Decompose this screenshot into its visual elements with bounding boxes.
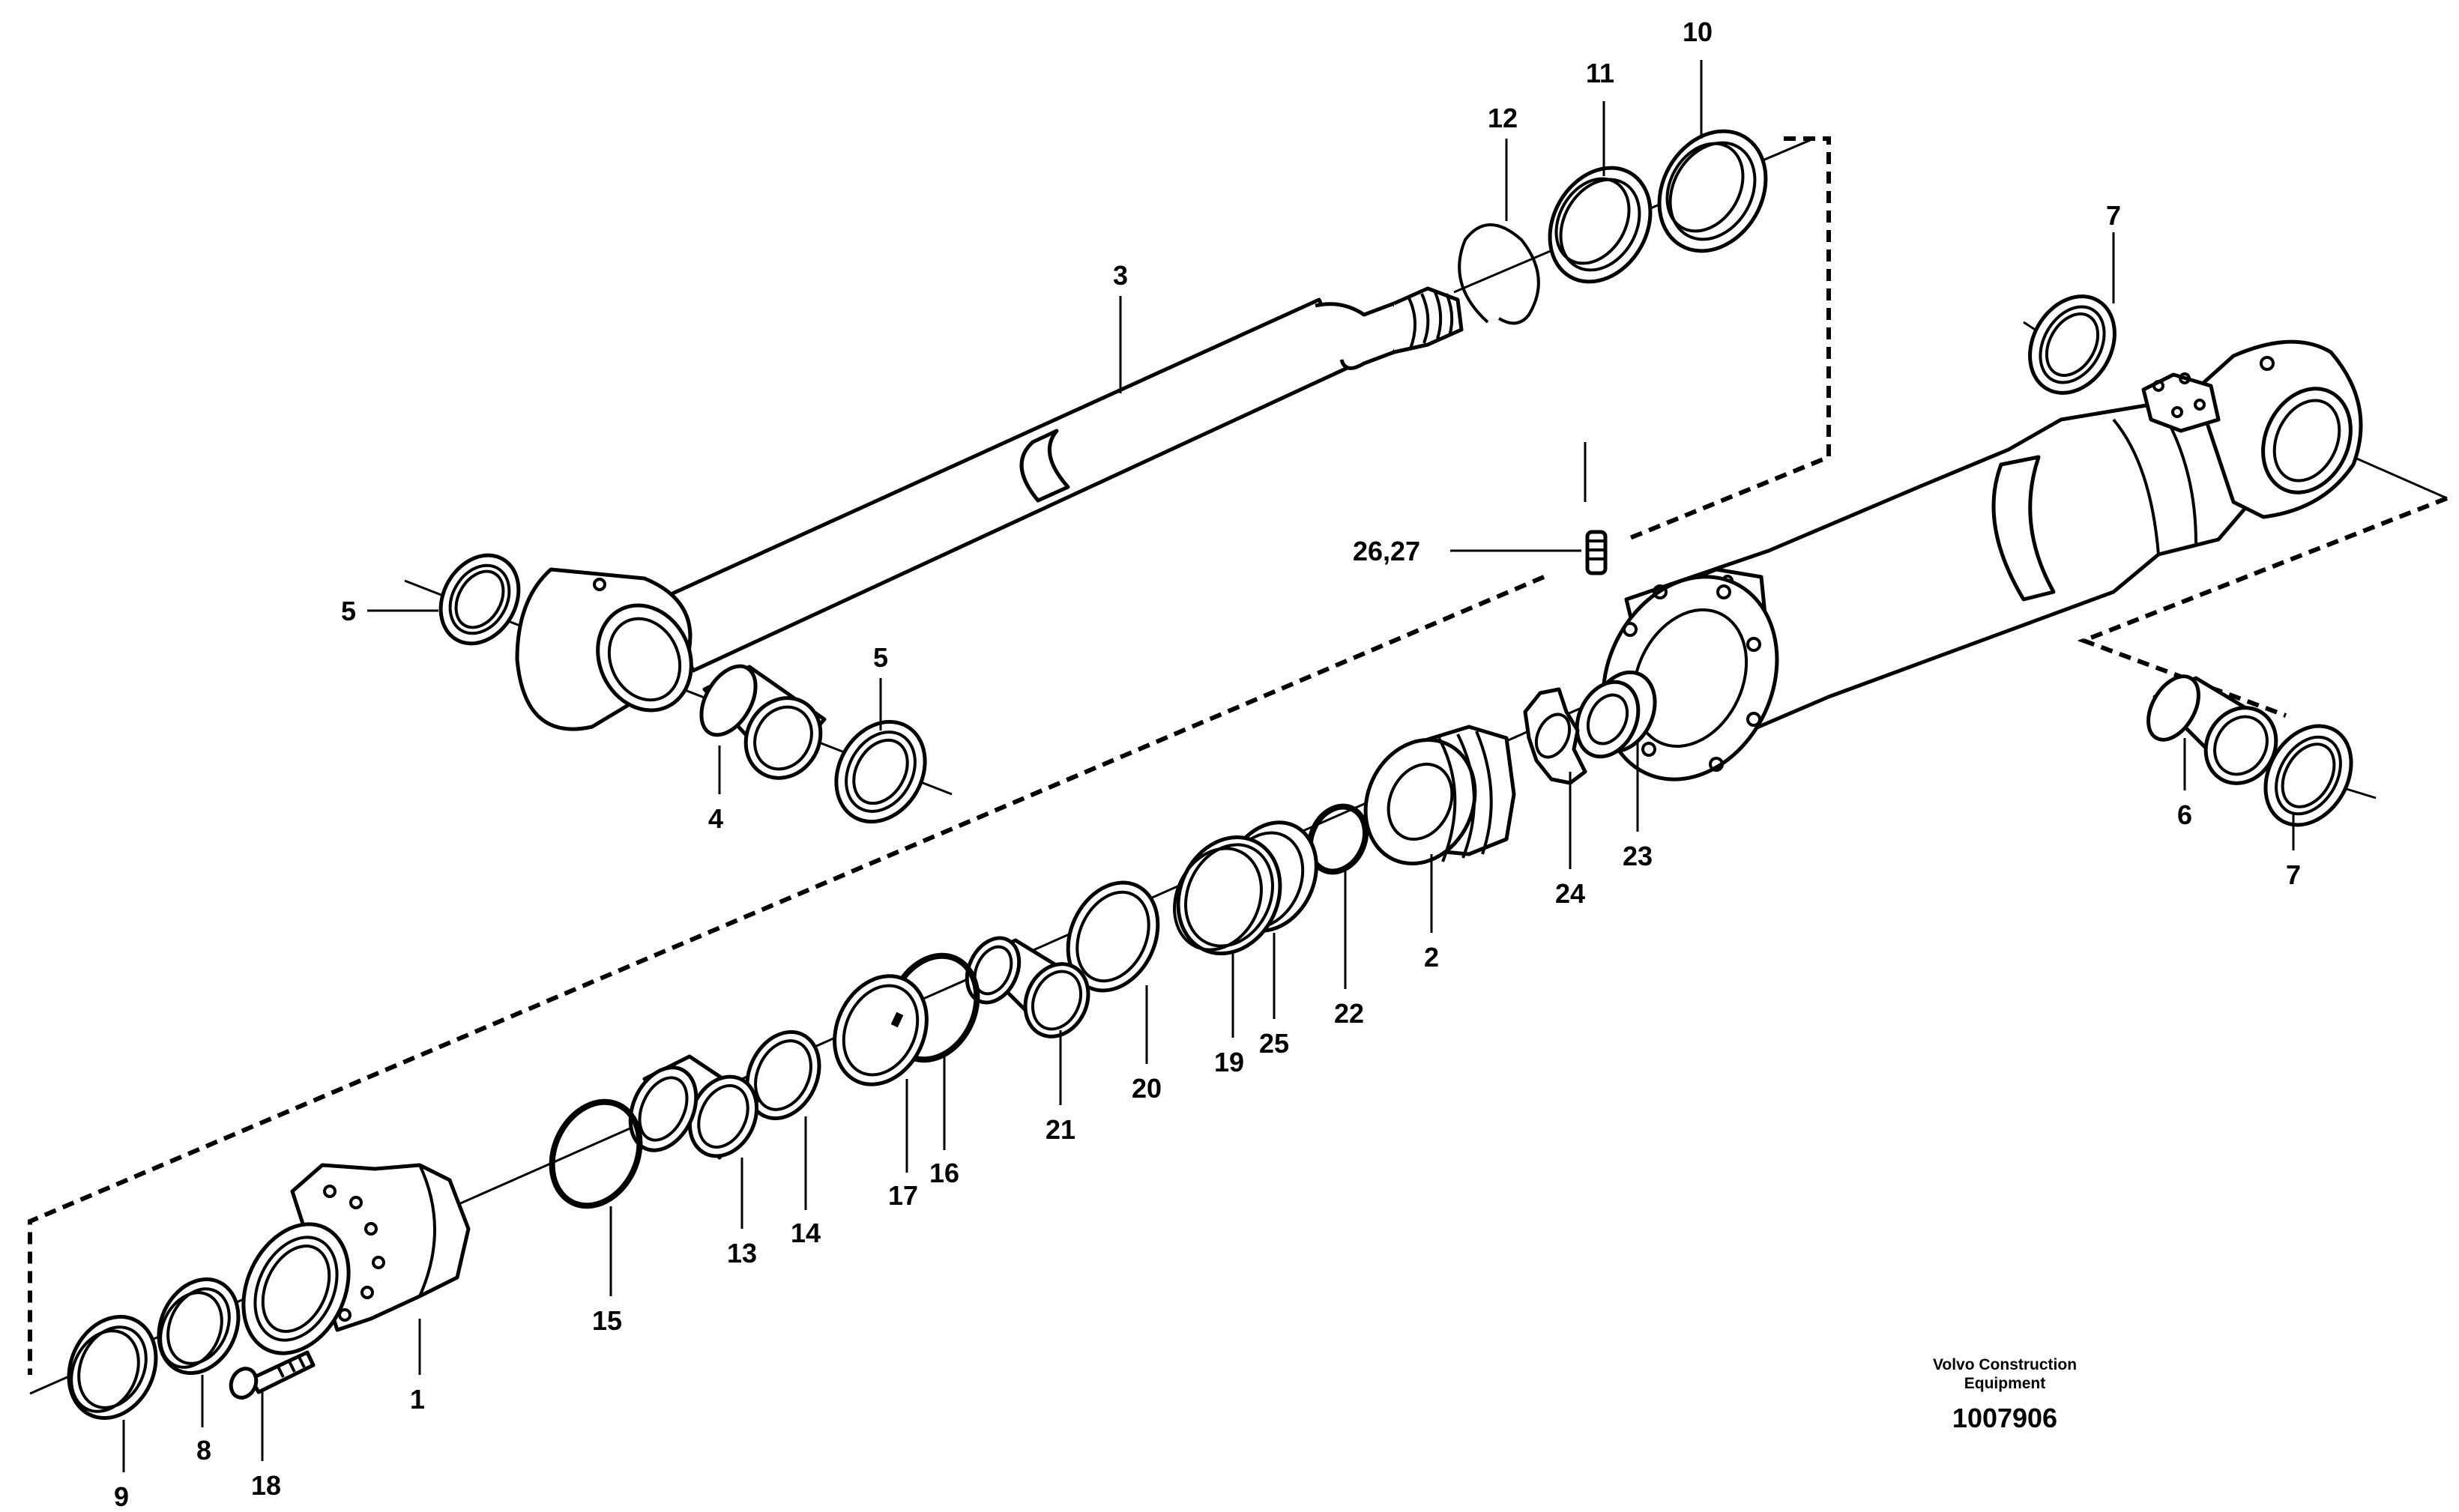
- label-part-7-upper: 7: [2106, 200, 2121, 231]
- label-part-1: 1: [410, 1384, 425, 1415]
- seal-11: [1548, 166, 1653, 284]
- label-part-12: 12: [1488, 103, 1518, 133]
- bushing-21: [965, 936, 1090, 1038]
- label-part-16: 16: [929, 1158, 959, 1188]
- piston-rod: [515, 286, 1464, 731]
- lock-washer-24: [1523, 687, 1587, 785]
- label-part-23: 23: [1623, 841, 1653, 871]
- wear-ring-19: [1173, 835, 1282, 956]
- wiper-8: [157, 1277, 241, 1376]
- ring-20: [1066, 880, 1160, 993]
- label-part-6: 6: [2177, 799, 2192, 830]
- label-part-14: 14: [791, 1218, 821, 1248]
- cylinder-head-1: [241, 1163, 471, 1355]
- seal-5-upper: [438, 553, 521, 646]
- caption-manufacturer-line1: Volvo Construction: [1933, 1356, 2077, 1373]
- seal-10: [1657, 129, 1768, 253]
- label-part-21: 21: [1046, 1114, 1075, 1145]
- snap-ring-12: [1458, 223, 1540, 325]
- label-part-24: 24: [1555, 878, 1585, 909]
- leader-lines: [122, 60, 2295, 1472]
- label-part-9: 9: [114, 1481, 129, 1512]
- o-ring-22: [1307, 803, 1369, 875]
- label-part-3: 3: [1113, 260, 1128, 291]
- piston-2: [1363, 725, 1516, 866]
- label-part-19: 19: [1214, 1047, 1244, 1077]
- o-ring-15: [549, 1098, 643, 1209]
- label-part-7-lower: 7: [2286, 859, 2301, 890]
- bushing-4: [699, 664, 827, 780]
- grease-nipple-26-27: [1585, 530, 1608, 575]
- seal-17: [833, 974, 929, 1086]
- part-labels: 3 12 11 10 7 5 4 5 26,27 6 7 23 24 2 22 …: [114, 16, 2301, 1512]
- label-part-5-left: 5: [341, 596, 356, 626]
- ring-14: [745, 1029, 821, 1121]
- label-part-4: 4: [708, 803, 723, 834]
- seal-7-lower: [2263, 724, 2353, 827]
- label-part-8: 8: [196, 1435, 211, 1466]
- seal-5-lower: [834, 719, 927, 824]
- figure-number: 1007906: [1952, 1403, 2057, 1433]
- nut-23: [1575, 670, 1657, 759]
- caption-manufacturer-line2: Equipment: [1964, 1375, 2046, 1392]
- label-part-22: 22: [1334, 998, 1364, 1029]
- label-part-26-27: 26,27: [1353, 536, 1420, 566]
- figure-caption: Volvo Construction Equipment 1007906: [1933, 1356, 2077, 1433]
- label-part-17: 17: [888, 1180, 918, 1211]
- seal-7-upper: [2028, 294, 2116, 395]
- bolt-18: [229, 1350, 316, 1400]
- label-part-2: 2: [1424, 942, 1439, 973]
- cylinder-tube: [1601, 339, 2363, 781]
- label-part-13: 13: [727, 1238, 757, 1268]
- wiper-9: [67, 1314, 158, 1421]
- label-part-5-right: 5: [873, 642, 888, 673]
- label-part-10: 10: [1683, 16, 1713, 47]
- label-part-18: 18: [251, 1470, 281, 1501]
- label-part-25: 25: [1259, 1028, 1289, 1059]
- bushing-6: [2146, 674, 2278, 785]
- label-part-15: 15: [592, 1305, 622, 1336]
- label-part-11: 11: [1586, 58, 1614, 88]
- bushing-13: [628, 1054, 759, 1160]
- label-part-20: 20: [1132, 1073, 1162, 1104]
